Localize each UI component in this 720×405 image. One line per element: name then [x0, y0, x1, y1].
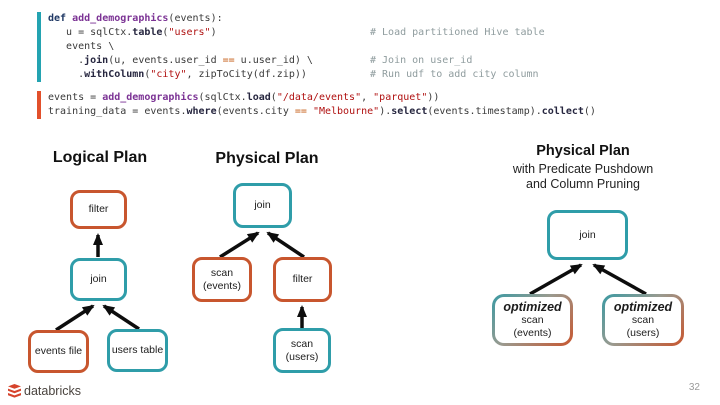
- node-label: scan: [290, 337, 314, 350]
- code-token: (u, events.user_id: [108, 55, 223, 66]
- node-label: join: [254, 199, 271, 211]
- code-token: (events.timestamp).: [427, 106, 542, 117]
- code-token: ==: [222, 55, 235, 66]
- code-line: events \: [48, 40, 720, 54]
- code-token: (: [162, 27, 169, 38]
- code-line: u = sqlCtx.table("users") # Load partitio…: [48, 26, 720, 40]
- plan-node-filter: filter: [70, 190, 127, 229]
- code-token: training_data = events.: [48, 106, 187, 117]
- plan-node-join: join: [70, 258, 127, 301]
- code-block-orange: events = add_demographics(sqlCtx.load("/…: [37, 91, 720, 119]
- code-token: "/data/events": [276, 92, 362, 103]
- node-label: scan: [521, 313, 544, 326]
- plan-node-phys-filter: filter: [273, 257, 332, 302]
- code-token: where: [186, 106, 217, 117]
- code-line: events = add_demographics(sqlCtx.load("/…: [48, 91, 720, 105]
- plan-arrow-optimized-scan-users-to-opt-join: [592, 263, 647, 296]
- code-token: "Melbourne": [312, 106, 380, 117]
- node-label: (events): [203, 279, 241, 292]
- plan-node-users-table: users table: [107, 329, 168, 372]
- databricks-logo: databricks: [8, 384, 81, 398]
- code-token: table: [132, 27, 163, 38]
- code-line: .join(u, events.user_id == u.user_id) \ #…: [48, 54, 720, 68]
- code-token: u = sqlCtx.: [48, 27, 133, 38]
- code-token: (): [583, 106, 596, 117]
- node-label: (events): [513, 326, 552, 339]
- code-token: (: [270, 92, 277, 103]
- node-label: scan: [631, 313, 655, 326]
- code-token: withColumn: [84, 69, 145, 80]
- node-label: scan: [210, 266, 234, 279]
- node-label: filter: [88, 203, 109, 215]
- code-token: "city": [150, 69, 187, 80]
- code-token: .: [48, 69, 85, 80]
- plan-arrow-scan-events-to-phys-join: [219, 231, 260, 259]
- code-token: (sqlCtx.: [198, 92, 247, 103]
- code-token: ,: [361, 92, 374, 103]
- plan-node-events-file: events file: [28, 330, 89, 373]
- node-label: filter: [292, 273, 313, 285]
- plan-node-opt-join: join: [547, 210, 628, 260]
- code-comment: # Run udf to add city column: [370, 69, 539, 80]
- code-token: "users": [168, 27, 211, 38]
- code-comment: # Load partitioned Hive table: [370, 27, 545, 38]
- node-label: users table: [111, 344, 164, 356]
- databricks-logo-icon: [8, 384, 21, 398]
- plan-node-scan-events: scan(events): [192, 257, 252, 302]
- code-token: add_demographics: [102, 92, 199, 103]
- page-number: 32: [688, 382, 700, 393]
- code-token: events =: [48, 92, 103, 103]
- node-label: optimized: [613, 299, 673, 314]
- plan-arrow-optimized-scan-events-to-opt-join: [529, 263, 583, 296]
- databricks-logo-text: databricks: [24, 384, 81, 398]
- plan-node-phys-join: join: [233, 183, 292, 228]
- diagram-title-logical-plan: Logical Plan: [52, 149, 148, 166]
- code-token: join: [84, 55, 109, 66]
- code-line: def add_demographics(events):: [48, 12, 720, 26]
- node-label: (users): [285, 350, 319, 363]
- plan-arrow-users-table-to-join: [102, 304, 140, 331]
- diagram-title-physical-plan: Physical Plan: [215, 150, 319, 167]
- code-token: )): [427, 92, 440, 103]
- code-token: ).: [379, 106, 392, 117]
- diagram-subtitle-line: and Column Pruning: [526, 176, 640, 191]
- code-token: collect: [541, 106, 584, 117]
- diagram-title-physical-plan-optimized: Physical Plan: [536, 143, 630, 159]
- plan-arrow-phys-filter-to-phys-join: [266, 231, 305, 259]
- code-token: , zipToCity(df.zip)): [186, 69, 307, 80]
- plan-arrow-events-file-to-join: [55, 304, 95, 332]
- code-token: u.user_id) \: [234, 55, 313, 66]
- code-line: .withColumn("city", zipToCity(df.zip)) # …: [48, 68, 720, 82]
- code-token: select: [391, 106, 428, 117]
- code-token: (events.city: [216, 106, 295, 117]
- node-label: join: [90, 273, 107, 285]
- code-token: ==: [294, 106, 307, 117]
- node-label: optimized: [503, 299, 562, 314]
- code-token: events \: [48, 41, 115, 52]
- code-section: def add_demographics(events): u = sqlCtx…: [37, 12, 720, 119]
- code-token: .: [48, 55, 85, 66]
- node-label: (users): [626, 326, 660, 339]
- code-comment: # Join on user_id: [370, 55, 473, 66]
- node-label: join: [579, 228, 596, 241]
- node-label: events file: [34, 345, 83, 357]
- code-token: ): [210, 27, 217, 38]
- code-token: "parquet": [373, 92, 428, 103]
- diagram-subtitle-line: with Predicate Pushdown: [512, 162, 654, 176]
- code-token: load: [246, 92, 271, 103]
- code-token: (: [144, 69, 151, 80]
- plan-node-scan-users: scan(users): [273, 328, 331, 373]
- code-line: training_data = events.where(events.city…: [48, 105, 720, 119]
- code-token: (events):: [168, 13, 223, 24]
- code-block-teal: def add_demographics(events): u = sqlCtx…: [37, 12, 720, 82]
- code-token: add_demographics: [72, 13, 169, 24]
- code-token: def: [48, 13, 73, 24]
